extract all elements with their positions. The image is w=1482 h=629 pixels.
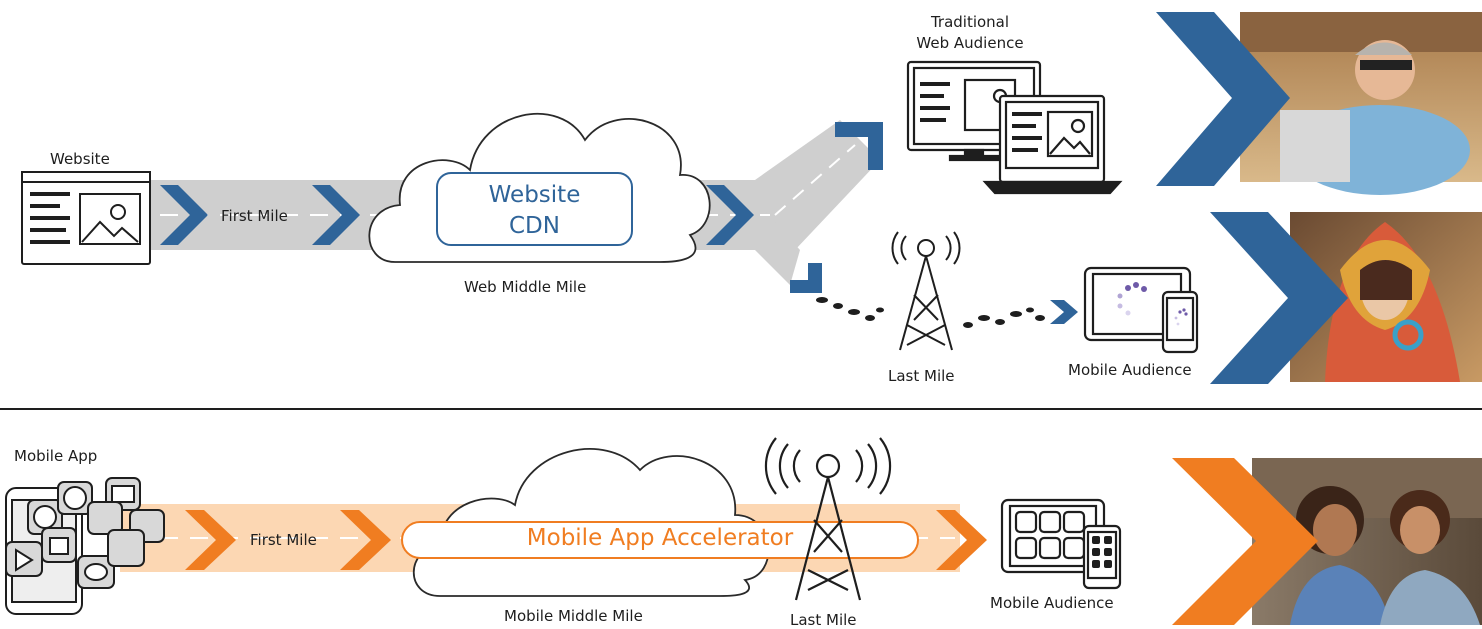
blue-big-chevron	[1156, 12, 1290, 186]
web-chevrons	[160, 122, 1078, 324]
photo-woman-hood	[1290, 212, 1482, 382]
mobile-audience-label: Mobile Audience	[990, 594, 1114, 612]
web-cdn-cloud	[368, 113, 711, 263]
accelerator-label: Mobile App Accelerator	[526, 525, 794, 551]
website-label: Website	[50, 150, 110, 168]
cell-tower-icon	[891, 231, 961, 351]
tablet-apps-icon	[1000, 498, 1122, 590]
orange-big-chevron	[1172, 458, 1318, 625]
cdn-label-line1: Website	[488, 182, 581, 208]
app-icons-cluster-icon	[5, 477, 165, 615]
tablet-and-phone-icon	[1083, 266, 1199, 354]
mobile-middle-mile-label: Mobile Middle Mile	[504, 607, 643, 625]
cdn-label-line2: CDN	[509, 213, 560, 239]
mobile-app-label: Mobile App	[14, 447, 98, 465]
last-mile-footprints	[816, 297, 1045, 328]
desktop-and-laptop-icon	[906, 60, 1123, 195]
mobile-chevrons	[185, 510, 987, 570]
photo-man-laptop	[1240, 12, 1482, 195]
cell-tower-icon-mobile	[764, 437, 892, 601]
blue-big-chevron-2	[1210, 212, 1348, 384]
accelerator-pill	[401, 521, 919, 559]
desktop-audience-label-line1: Traditional	[930, 13, 1010, 31]
desktop-audience-label-line2: Web Audience	[916, 34, 1024, 52]
mobile-last-mile-label: Last Mile	[790, 611, 857, 629]
mobile-first-mile-label: First Mile	[250, 531, 317, 549]
webpage-icon	[21, 171, 151, 265]
web-last-mile-label: Last Mile	[888, 367, 955, 385]
web-first-mile-label: First Mile	[221, 207, 288, 225]
web-mobile-audience-label: Mobile Audience	[1068, 361, 1192, 379]
web-middle-mile-label: Web Middle Mile	[464, 278, 587, 296]
